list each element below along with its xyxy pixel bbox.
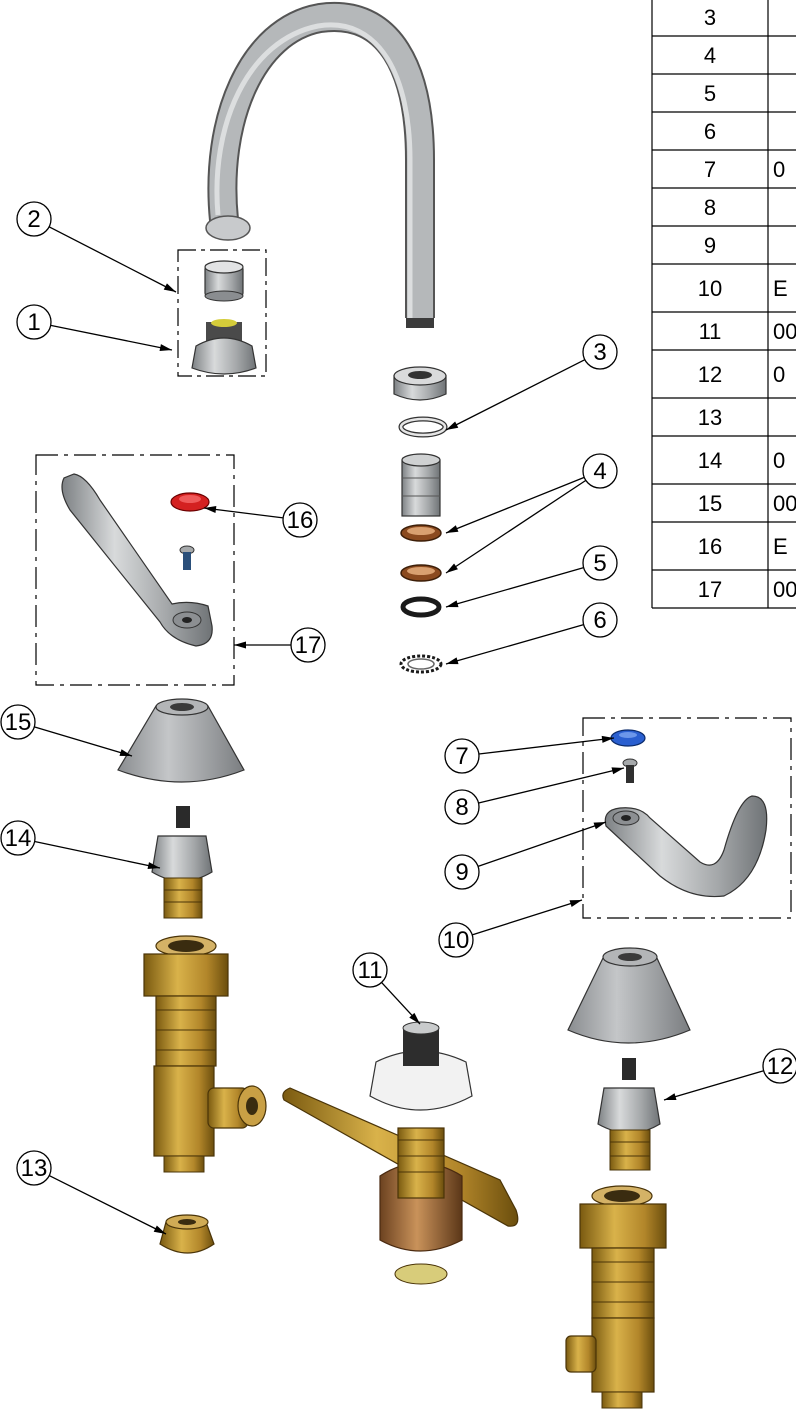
callout-7: 7 xyxy=(444,735,615,774)
callout-label: 16 xyxy=(287,507,314,534)
callout-label: 14 xyxy=(5,825,32,852)
callout-4: 4 xyxy=(445,453,618,574)
callout-6: 6 xyxy=(445,602,618,665)
callout-label: 15 xyxy=(5,709,32,736)
aerator xyxy=(204,260,244,302)
callout-label: 5 xyxy=(593,550,606,577)
spout-tube xyxy=(401,453,441,517)
callout-14: 14 xyxy=(0,820,161,869)
callout-label: 8 xyxy=(455,794,468,821)
table-part-number: 00 xyxy=(773,491,796,516)
callout-label: 3 xyxy=(593,339,606,366)
table-item-number: 17 xyxy=(698,577,722,602)
callout-label: 7 xyxy=(455,743,468,770)
callout-16: 16 xyxy=(203,502,318,538)
table-item-number: 7 xyxy=(704,157,716,182)
table-item-number: 9 xyxy=(704,233,716,258)
table-item-number: 5 xyxy=(704,81,716,106)
left-handle-screw xyxy=(179,545,195,570)
callout-3: 3 xyxy=(445,334,618,431)
right-cartridge xyxy=(597,1058,661,1171)
right-handle-frame xyxy=(582,717,792,919)
table-part-number: 0 xyxy=(773,157,785,182)
left-handle-frame xyxy=(35,454,235,686)
table-part-number: 0 xyxy=(773,362,785,387)
table-item-number: 6 xyxy=(704,119,716,144)
o-ring-top xyxy=(400,524,442,542)
left-valve-body xyxy=(143,935,267,1173)
table-item-number: 4 xyxy=(704,43,716,68)
o-ring-bottom xyxy=(400,564,442,582)
table-part-number: E xyxy=(773,276,788,301)
gooseneck-spout xyxy=(205,1,435,328)
blue-index-button xyxy=(610,729,646,747)
right-handle-screw xyxy=(622,758,638,783)
table-item-number: 12 xyxy=(698,362,722,387)
callout-12: 12 xyxy=(663,1048,796,1101)
table-item-number: 16 xyxy=(698,534,722,559)
center-spout-body xyxy=(282,1021,519,1285)
callout-2: 2 xyxy=(16,201,177,293)
callout-5: 5 xyxy=(445,545,618,608)
table-part-number: 0 xyxy=(773,448,785,473)
callout-label: 10 xyxy=(443,927,470,954)
red-index-button xyxy=(170,492,210,512)
right-escutcheon-cone xyxy=(567,947,691,1044)
lock-washer xyxy=(399,654,443,674)
table-part-number: E xyxy=(773,534,788,559)
table-item-number: 3 xyxy=(704,5,716,30)
callout-8: 8 xyxy=(444,767,625,825)
compression-nut xyxy=(159,1214,215,1254)
callout-15: 15 xyxy=(0,704,133,757)
spout-nut xyxy=(393,366,447,401)
washer xyxy=(398,416,448,438)
outlet-group-frame xyxy=(177,249,267,377)
callout-17: 17 xyxy=(234,627,326,663)
callout-label: 12 xyxy=(767,1053,794,1080)
callout-1: 1 xyxy=(16,304,173,352)
callout-label: 17 xyxy=(295,632,322,659)
callout-label: 4 xyxy=(593,458,606,485)
right-valve-body xyxy=(565,1185,667,1409)
table-item-number: 8 xyxy=(704,195,716,220)
left-escutcheon-cone xyxy=(117,698,245,783)
retaining-ring xyxy=(400,596,442,618)
callout-label: 13 xyxy=(21,1155,48,1182)
callout-11: 11 xyxy=(352,952,421,1025)
callout-10: 10 xyxy=(438,899,583,958)
callout-label: 6 xyxy=(593,607,606,634)
callout-label: 9 xyxy=(455,859,468,886)
table-part-number: 00 xyxy=(773,319,796,344)
left-cartridge xyxy=(151,806,213,919)
right-wrist-blade-handle xyxy=(604,795,768,898)
callout-label: 2 xyxy=(27,206,40,233)
table-item-number: 10 xyxy=(698,276,722,301)
callout-9: 9 xyxy=(444,821,607,890)
rosespray-outlet xyxy=(191,319,257,375)
table-item-number: 15 xyxy=(698,491,722,516)
left-wrist-blade-handle xyxy=(61,473,213,647)
callout-label: 1 xyxy=(27,309,40,336)
table-item-number: 14 xyxy=(698,448,722,473)
callout-13: 13 xyxy=(16,1150,167,1235)
table-item-number: 13 xyxy=(698,405,722,430)
table-item-number: 11 xyxy=(699,319,722,344)
table-part-number: 00 xyxy=(773,577,796,602)
callout-label: 11 xyxy=(358,957,383,984)
